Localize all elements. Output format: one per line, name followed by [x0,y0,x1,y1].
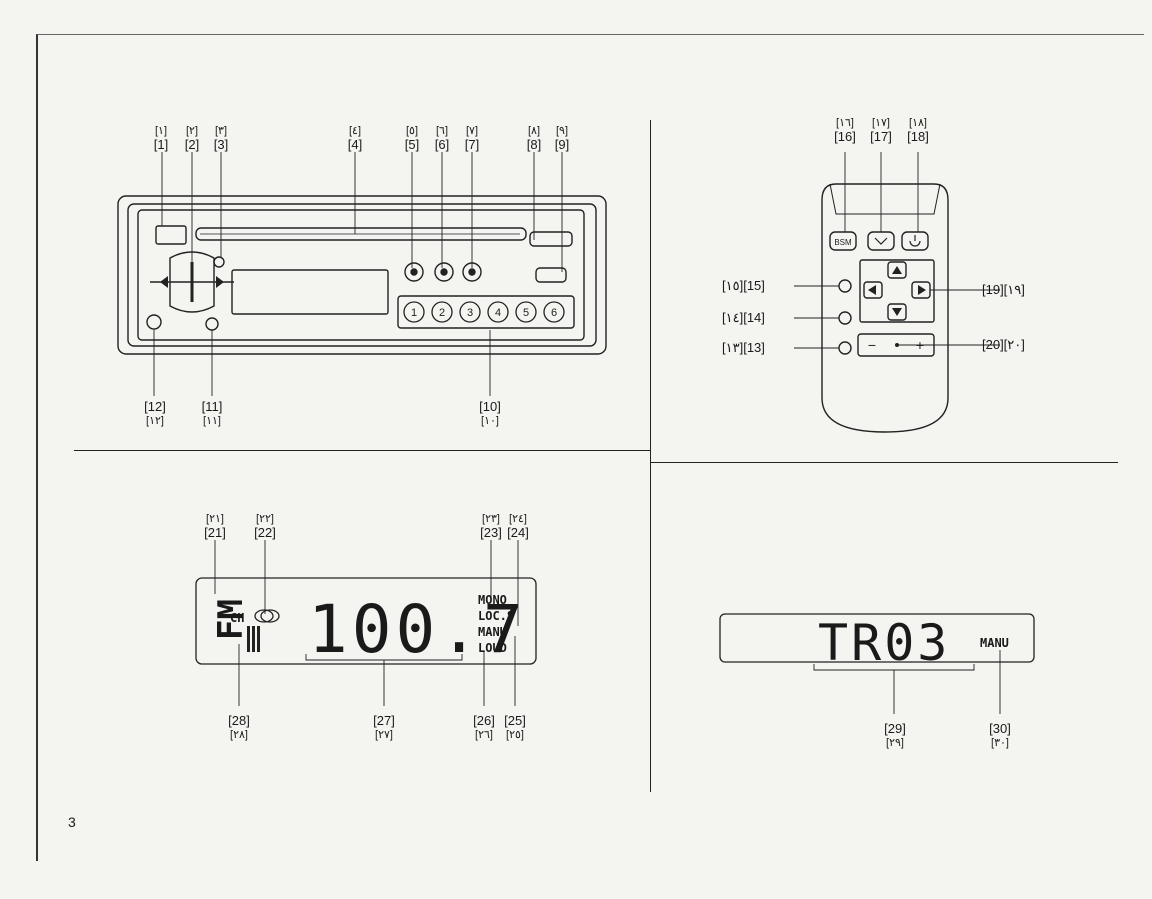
preset-button-label: 1 [411,307,417,319]
power-button [901,231,929,251]
label-19: [19][١٩] [982,282,1025,297]
ch-indicator: CH [230,611,244,625]
button-5 [404,262,424,282]
remote-body [821,183,949,433]
frequency-readout: 100.7 [308,591,527,668]
preset-button-label: 4 [495,307,501,319]
preset-strip [397,295,575,329]
label-24: [٢٤][24] [507,513,529,540]
preset-button-4 [487,301,509,323]
preset-button-2 [431,301,453,323]
bsm-button [829,231,857,251]
mono-indicator: MONO [478,593,507,607]
horizontal-divider-left [74,450,650,451]
release-button [155,225,187,245]
track-lcd-frame [719,613,1035,663]
label-16: [١٦][16] [834,117,856,144]
band-indicator: FM [211,599,251,640]
track-lcd-drawing: TR03 MANU [719,613,1035,714]
radio-lcd-drawing: FM CH 100.7 MONO LOC.S MANU LOUD [195,540,537,706]
head-unit-outer-frame [117,195,607,355]
radio-lcd-frame [195,577,537,665]
display-window [231,269,389,315]
control-knob [169,251,215,313]
eject-button [529,231,573,247]
label-17: [١٧][17] [870,117,892,144]
preset-button-5 [515,301,537,323]
label-23: [٢٣][23] [480,513,502,540]
label-21: [٢١][21] [204,513,226,540]
left-button [863,281,883,299]
up-button [887,261,907,279]
volume-minus: − [868,337,876,353]
locs-indicator: LOC.S [478,609,514,623]
power-icon [909,240,921,247]
loud-indicator: LOUD [478,641,507,655]
volume-plus: + [916,337,924,353]
band-icon [874,237,888,245]
label-8: [٨][8] [526,125,542,152]
label-13: [١٣][13] [722,340,765,355]
bsm-button-label: BSM [834,238,852,247]
label-3: [٣][3] [213,125,229,152]
button-9 [535,267,567,283]
cursor-pad [859,259,935,323]
horizontal-divider-right [650,462,1118,463]
stereo-icon [254,609,274,623]
remote-drawing: BSM − + [794,152,1000,433]
button-15 [838,279,852,293]
preset-button-label: 6 [551,307,557,319]
preset-button-3 [459,301,481,323]
head-unit-drawing: 1 2 3 4 5 6 [117,152,607,396]
track-manu-indicator: MANU [980,636,1009,650]
label-10: [10][١٠] [479,399,501,428]
label-15: [١٥][15] [722,278,765,293]
preset-button-label: 2 [439,307,445,319]
preset-button-label: 5 [523,307,529,319]
label-7: [٧][7] [464,125,480,152]
label-6: [٦][6] [434,125,450,152]
faceplate [137,209,585,341]
button-11 [205,317,219,331]
button-3 [213,256,225,268]
band-button [867,231,895,251]
button-13 [838,341,852,355]
label-18: [١٨][18] [907,117,929,144]
label-20: [20][٢٠] [982,337,1025,352]
button-6 [434,262,454,282]
label-22: [٢٢][22] [254,513,276,540]
page-number: 3 [68,814,76,830]
label-12: [12][١٢] [144,399,166,428]
label-28: [28][٢٨] [228,713,250,742]
preset-button-1 [403,301,425,323]
track-readout: TR03 [818,614,950,672]
cd-slot [195,227,527,241]
label-25: [25][٢٥] [504,713,526,742]
preset-buttons: 1 2 3 4 5 6 [403,301,565,323]
preset-button-6 [543,301,565,323]
head-unit-inner-frame [127,203,597,347]
label-1: [١][1] [153,125,169,152]
label-5: [٥][5] [404,125,420,152]
down-button [887,303,907,321]
label-26: [26][٢٦] [473,713,495,742]
label-2: [٢][2] [184,125,200,152]
label-9: [٩][9] [554,125,570,152]
label-30: [30][٣٠] [989,721,1011,750]
button-12 [146,314,162,330]
page-frame [36,34,1144,861]
preset-button-label: 3 [467,307,473,319]
label-11: [11][١١] [201,399,223,428]
button-14 [838,311,852,325]
label-4: [٤][4] [347,125,363,152]
vertical-divider [650,120,651,792]
label-27: [27][٢٧] [373,713,395,742]
label-29: [29][٢٩] [884,721,906,750]
label-14: [١٤][14] [722,310,765,325]
manu-indicator: MANU [478,625,507,639]
